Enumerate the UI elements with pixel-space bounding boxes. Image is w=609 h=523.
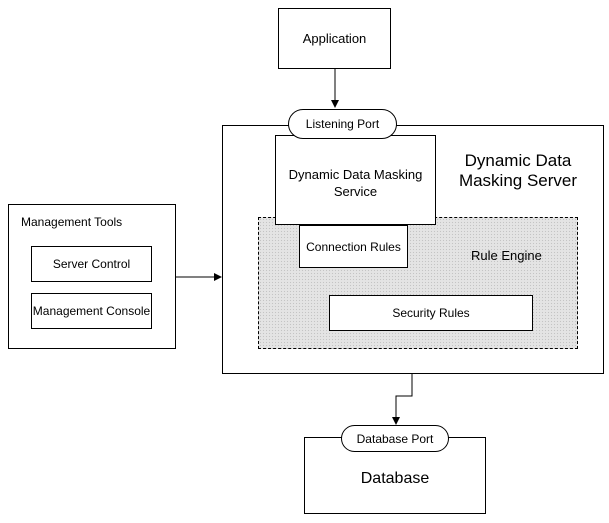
server-control-box: Server Control: [31, 246, 152, 282]
database-port-label: Database Port: [356, 431, 434, 446]
connection-rules-label: Connection Rules: [306, 239, 401, 254]
masking-service-label: Dynamic Data Masking Service: [288, 167, 423, 199]
rule-engine-label: Rule Engine: [471, 248, 542, 263]
server-control-label: Server Control: [52, 257, 131, 271]
server-title: Dynamic Data Masking Server: [458, 151, 578, 190]
database-label: Database: [360, 470, 430, 487]
listening-port-label: Listening Port: [305, 117, 380, 131]
database-port: Database Port: [341, 425, 449, 452]
connection-rules-box: Connection Rules: [299, 225, 408, 268]
listening-port: Listening Port: [288, 109, 397, 139]
masking-service-box: Dynamic Data Masking Service: [275, 135, 436, 225]
security-rules-label: Security Rules: [392, 306, 470, 320]
management-tools-label: Management Tools: [21, 215, 123, 229]
management-console-label: Management Console: [32, 304, 151, 318]
application-box: Application: [278, 8, 391, 69]
security-rules-box: Security Rules: [329, 295, 533, 331]
server-to-database-arrow: [392, 373, 413, 425]
management-console-box: Management Console: [31, 293, 152, 329]
application-label: Application: [302, 31, 367, 46]
